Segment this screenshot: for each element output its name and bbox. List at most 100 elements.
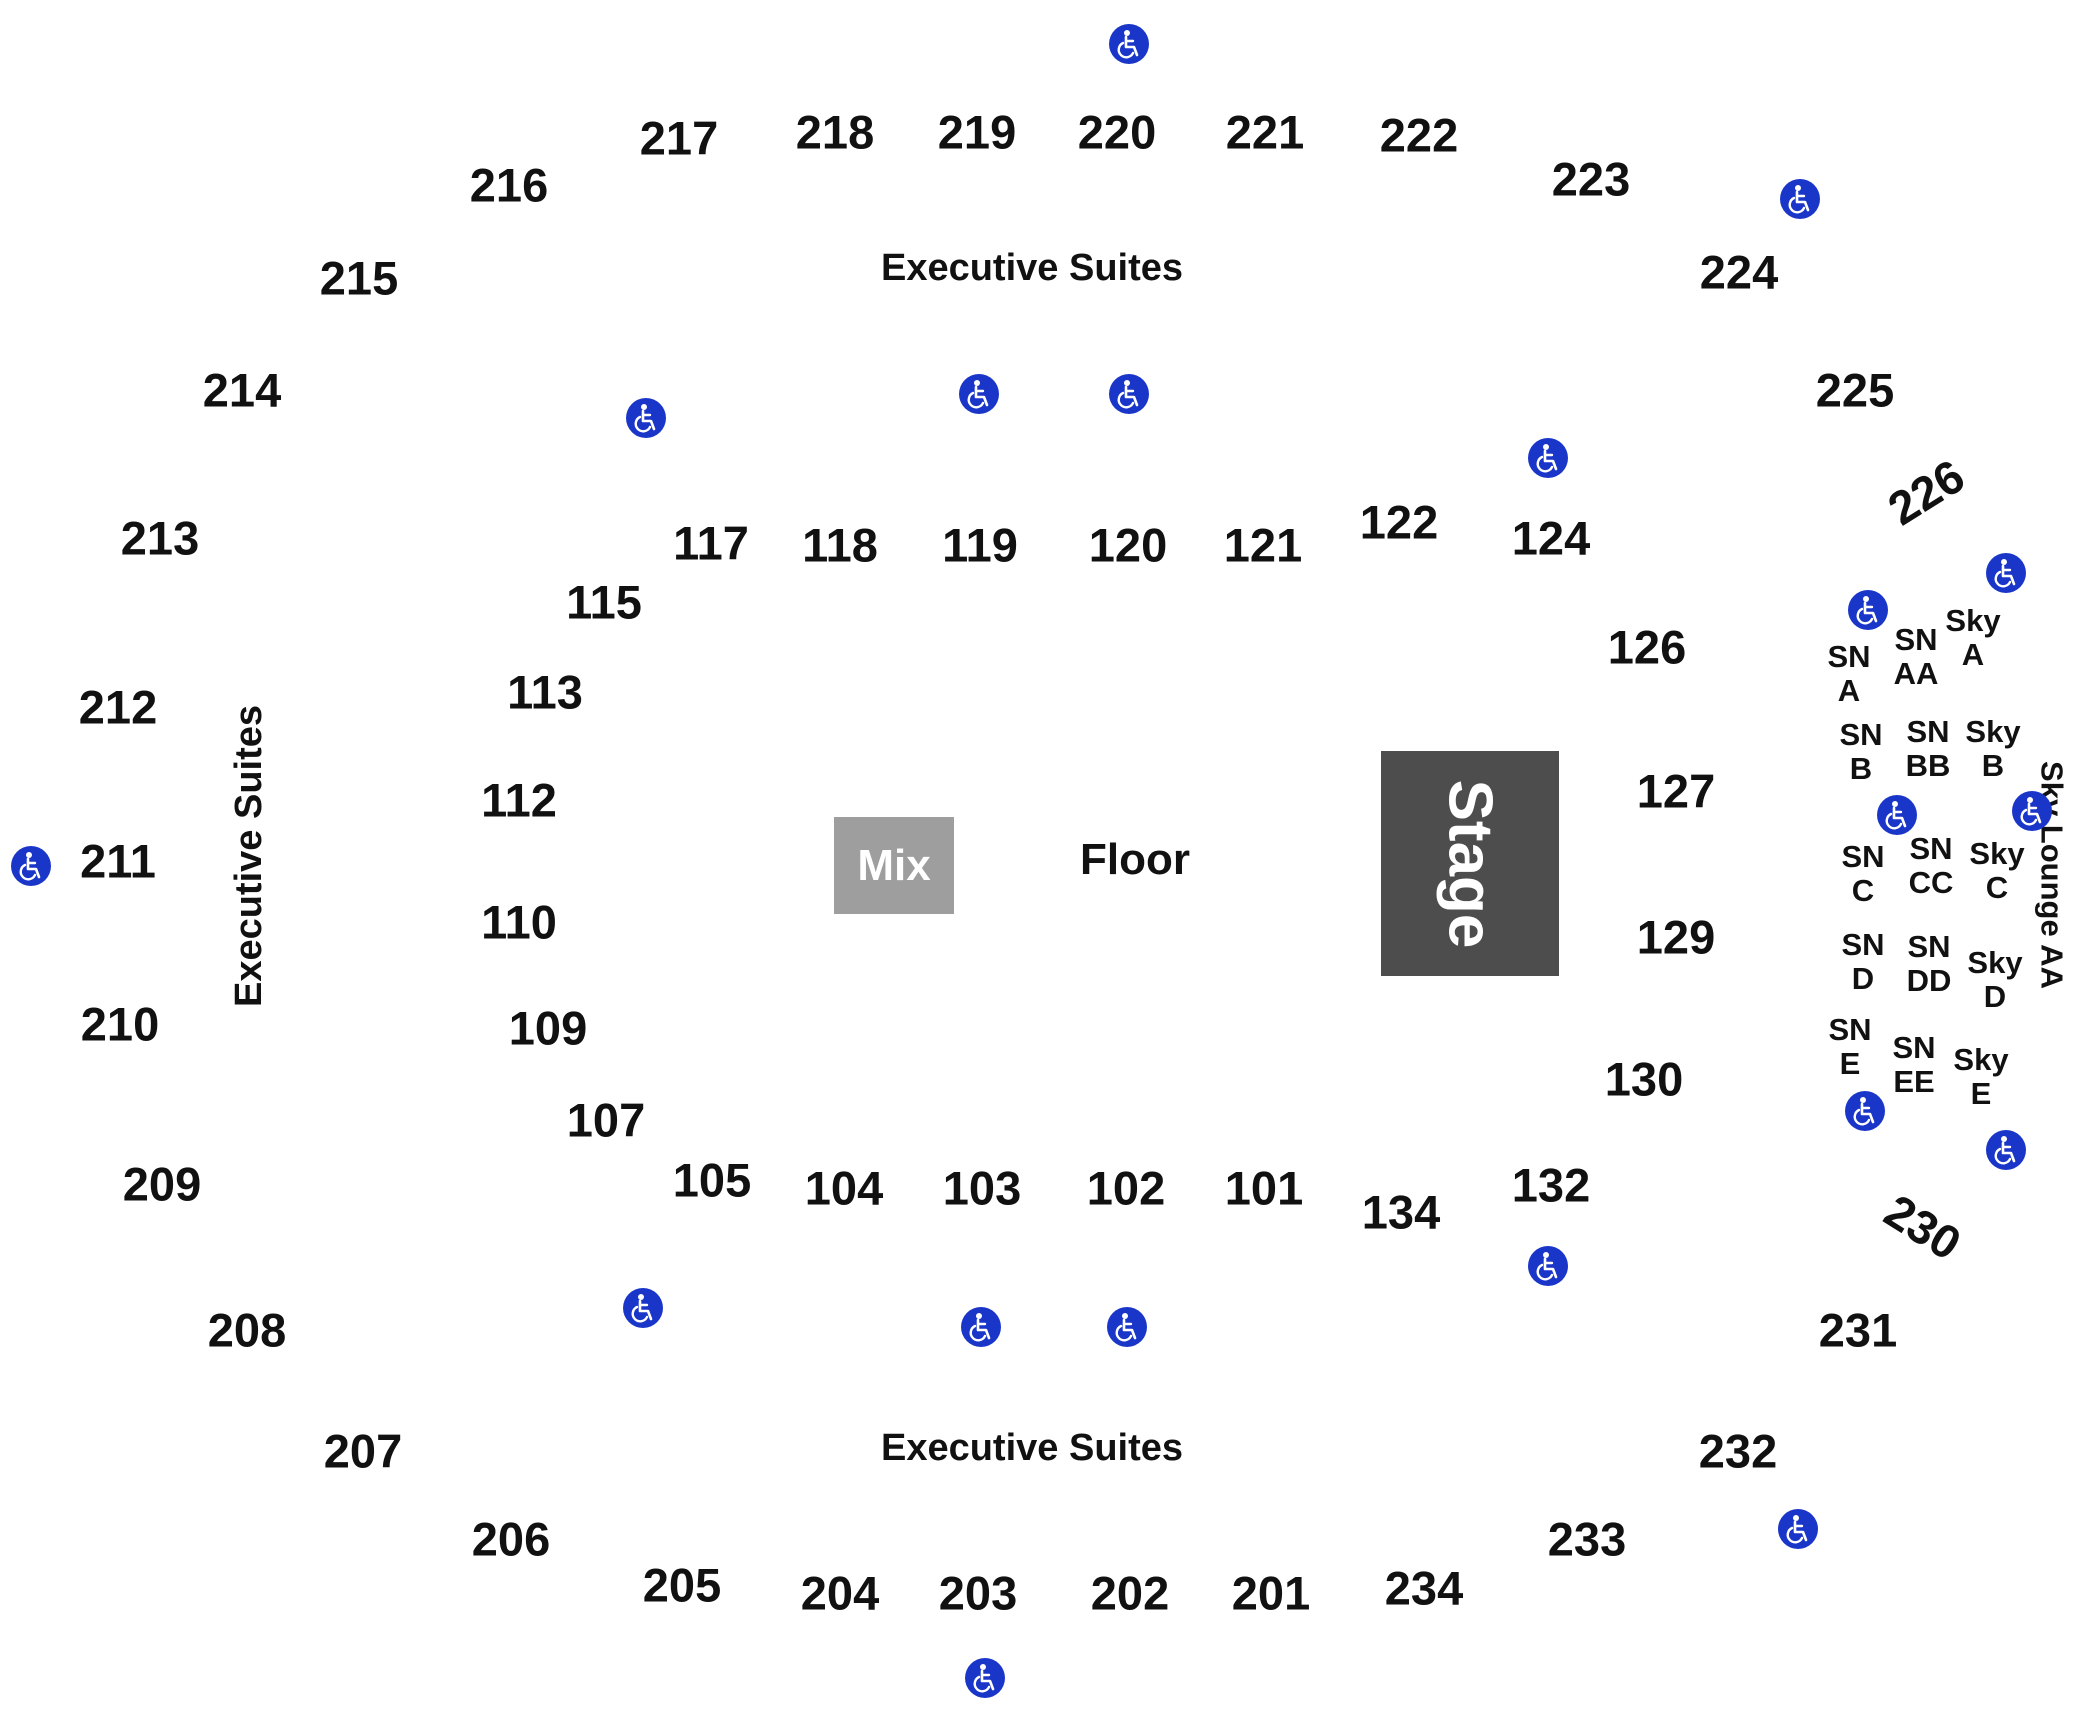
wheelchair-accessible-icon[interactable]: [1986, 1130, 2026, 1170]
section-floor[interactable]: Floor: [1080, 835, 1190, 884]
section-231[interactable]: 231: [1818, 1303, 1898, 1357]
section-219[interactable]: 219: [937, 105, 1017, 159]
section-110[interactable]: 110: [481, 895, 557, 949]
section-126[interactable]: 126: [1607, 620, 1687, 674]
mix-booth[interactable]: Mix: [834, 817, 954, 914]
section-115[interactable]: 115: [566, 575, 642, 629]
wheelchair-accessible-icon[interactable]: [1780, 179, 1820, 219]
wheelchair-accessible-icon[interactable]: [1107, 1307, 1147, 1347]
section-102[interactable]: 102: [1086, 1161, 1166, 1215]
section-104[interactable]: 104: [804, 1161, 884, 1215]
section-134[interactable]: 134: [1361, 1185, 1441, 1239]
box-label-line2: AA: [1893, 656, 1939, 691]
section-204[interactable]: 204: [800, 1566, 880, 1620]
section-207[interactable]: 207: [323, 1424, 403, 1478]
wheelchair-accessible-icon[interactable]: [1528, 438, 1568, 478]
wheelchair-accessible-icon[interactable]: [1109, 374, 1149, 414]
section-113[interactable]: 113: [507, 665, 583, 719]
box-label-line1: SN: [1894, 621, 1938, 657]
section-203[interactable]: 203: [938, 1566, 1018, 1620]
section-122[interactable]: 122: [1359, 495, 1439, 549]
wheelchair-accessible-icon[interactable]: [1877, 795, 1917, 835]
wheelchair-accessible-icon[interactable]: [2012, 791, 2052, 831]
section-222[interactable]: 222: [1379, 108, 1459, 162]
section-117[interactable]: 117: [673, 516, 749, 570]
section-212[interactable]: 212: [78, 680, 158, 734]
section-129[interactable]: 129: [1636, 910, 1716, 964]
wheelchair-accessible-icon[interactable]: [1109, 24, 1149, 64]
executive-suites-top-label: Executive Suites: [880, 247, 1184, 289]
wheelchair-accessible-icon[interactable]: [959, 374, 999, 414]
box-label-line2: C: [1851, 873, 1875, 908]
wheelchair-accessible-icon[interactable]: [1986, 553, 2026, 593]
section-132[interactable]: 132: [1511, 1158, 1591, 1212]
section-224[interactable]: 224: [1699, 245, 1779, 299]
wheelchair-accessible-icon[interactable]: [1778, 1509, 1818, 1549]
box-label-line2: D: [1983, 979, 2007, 1014]
section-230[interactable]: 230: [1875, 1183, 1971, 1271]
wheelchair-accessible-icon[interactable]: [965, 1658, 1005, 1698]
section-202[interactable]: 202: [1090, 1566, 1170, 1620]
section-206[interactable]: 206: [471, 1512, 551, 1566]
section-223[interactable]: 223: [1551, 152, 1631, 206]
section-105[interactable]: 105: [672, 1153, 752, 1207]
wheelchair-accessible-icon[interactable]: [623, 1288, 663, 1328]
section-211[interactable]: 211: [80, 834, 156, 888]
section-112[interactable]: 112: [481, 773, 557, 827]
section-217[interactable]: 217: [639, 111, 719, 165]
section-101[interactable]: 101: [1224, 1161, 1304, 1215]
section-208[interactable]: 208: [207, 1303, 287, 1357]
section-201[interactable]: 201: [1231, 1566, 1311, 1620]
section-226[interactable]: 226: [1878, 448, 1974, 536]
section-119[interactable]: 119: [942, 518, 1018, 572]
section-107[interactable]: 107: [566, 1093, 646, 1147]
box-label-line1: SN: [1827, 638, 1871, 674]
section-120[interactable]: 120: [1088, 518, 1168, 572]
section-210[interactable]: 210: [80, 997, 160, 1051]
section-225[interactable]: 225: [1815, 363, 1895, 417]
section-209[interactable]: 209: [122, 1157, 202, 1211]
wheelchair-accessible-icon[interactable]: [11, 846, 51, 886]
section-124[interactable]: 124: [1511, 511, 1591, 565]
wheelchair-accessible-icon[interactable]: [1528, 1246, 1568, 1286]
wheelchair-accessible-icon[interactable]: [626, 398, 666, 438]
section-118[interactable]: 118: [802, 518, 878, 572]
section-213[interactable]: 213: [120, 511, 200, 565]
section-205[interactable]: 205: [642, 1558, 722, 1612]
section-109[interactable]: 109: [508, 1001, 588, 1055]
section-220[interactable]: 220: [1077, 105, 1157, 159]
box-label-line2: C: [1985, 870, 2009, 905]
section-121[interactable]: 121: [1223, 518, 1303, 572]
section-218[interactable]: 218: [795, 105, 875, 159]
section-215[interactable]: 215: [319, 251, 399, 305]
wheelchair-accessible-icon[interactable]: [961, 1307, 1001, 1347]
wheelchair-accessible-icon[interactable]: [1848, 590, 1888, 630]
section-103[interactable]: 103: [942, 1161, 1022, 1215]
executive-suites-bottom-label: Executive Suites: [880, 1427, 1184, 1469]
section-130[interactable]: 130: [1604, 1052, 1684, 1106]
section-216[interactable]: 216: [469, 158, 549, 212]
section-234[interactable]: 234: [1384, 1561, 1464, 1615]
section-233[interactable]: 233: [1547, 1512, 1627, 1566]
wheelchair-accessible-icon[interactable]: [1845, 1091, 1885, 1131]
section-127[interactable]: 127: [1636, 764, 1716, 818]
section-221[interactable]: 221: [1225, 105, 1305, 159]
section-232[interactable]: 232: [1698, 1424, 1778, 1478]
box-label-line1: Sky: [1969, 835, 2025, 871]
section-214[interactable]: 214: [202, 363, 282, 417]
